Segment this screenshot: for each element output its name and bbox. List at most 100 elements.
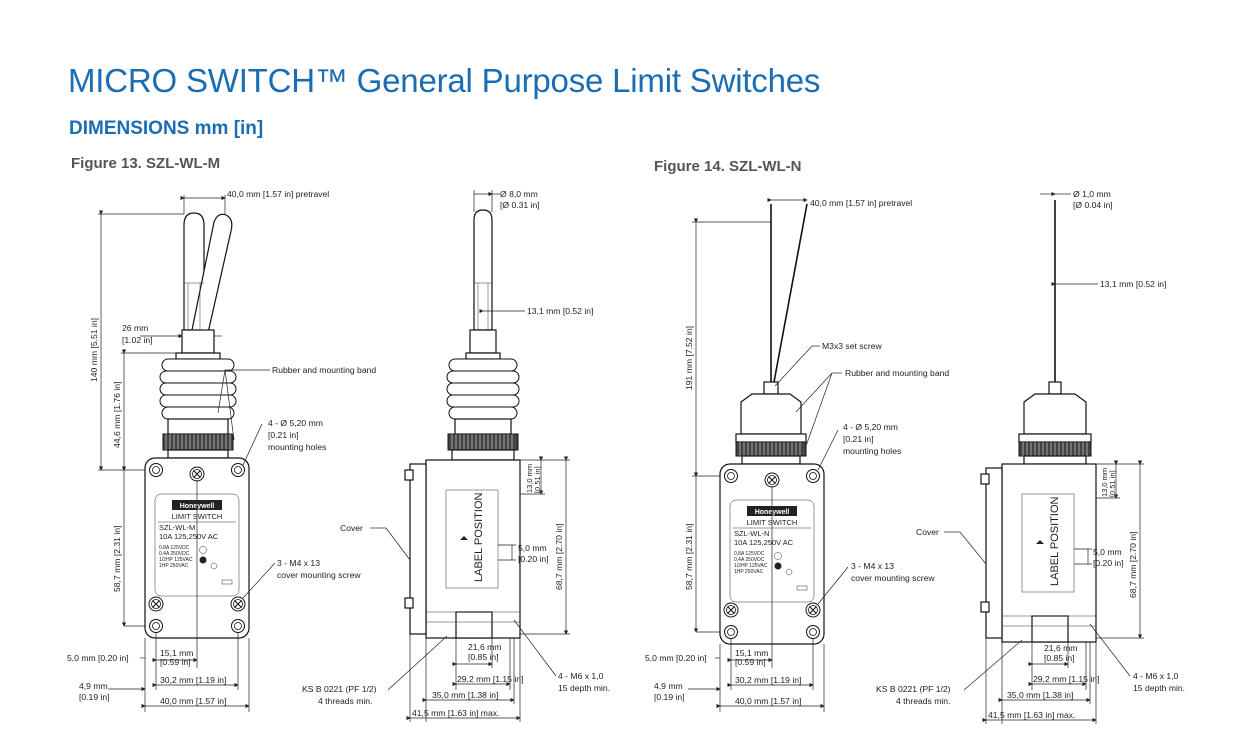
fig13-plate-r1: 0,8A 125VDC [159,545,190,551]
fig14-d50l: 5,0 mm [0.20 in] [645,653,707,663]
fig14-screw-a: 3 - M4 x 13 [851,561,894,571]
fig14-pretravel-label: 40,0 mm [1.57 in] pretravel [810,198,912,208]
fig14-m6-b: 15 depth min. [1133,683,1185,693]
fig13-d130b: [0.51 in] [533,466,542,493]
fig14-holes-a: 4 - Ø 5,20 mm [843,422,898,432]
fig13-d49a: 4,9 mm [79,681,108,691]
fig14-d216a: 21,6 mm [1044,643,1077,653]
fig14-screw-b: cover mounting screw [851,573,935,583]
fig13-ks-b: 4 threads min. [318,696,372,706]
figure-13-caption: Figure 13. SZL-WL-M [71,155,221,172]
fig14-holes-c: mounting holes [843,446,901,456]
fig14-d131: 13,1 mm [0.52 in] [1100,279,1166,289]
fig13-m6-b: 15 depth min. [558,683,610,693]
fig13-dia-a: Ø 8,0 mm [500,189,538,199]
fig13-d50l: 5,0 mm [0.20 in] [67,653,129,663]
fig13-d50a: 5,0 mm [518,543,547,553]
fig14-d415: 41,5 mm [1.63 in] max. [988,710,1075,720]
fig14-d50a: 5,0 mm [1093,547,1122,557]
fig13-plate-l3: 10A 125,250V AC [159,532,219,541]
fig13-d446: 44,6 mm [1.76 in] [112,382,122,448]
fig13-d26a: 26 mm [122,323,148,333]
fig13-side-view: LABEL POSITION [404,209,521,639]
fig13-d151b: [0.59 in] [160,657,191,667]
fig14-cover-label: Cover [916,527,939,537]
fig14-d191: 191 mm [7.52 in] [684,326,694,390]
fig14-plate-r4: 1HP 250VAC [734,569,764,575]
fig14-plate-r3: 1/2HP 125VAC [734,563,768,569]
fig13-d302: 30,2 mm [1.19 in] [160,675,226,685]
fig14-d151b: [0.59 in] [735,657,766,667]
fig13-holes-a: 4 - Ø 5,20 mm [268,418,323,428]
fig14-setscrew-label: M3x3 set screw [822,341,882,351]
fig13-d50b: [0.20 in] [518,554,549,564]
fig14-dia-a: Ø 1,0 mm [1073,189,1111,199]
fig14-side-dimensions: Ø 1,0 mm [Ø 0.04 in] 13,1 mm [0.52 in] 1… [876,189,1185,724]
fig13-ks-a: KS B 0221 (PF 1/2) [302,684,377,694]
fig13-m6-a: 4 - M6 x 1,0 [558,671,604,681]
fig14-d130b: [0.51 in] [1108,470,1117,497]
fig13-d415: 41,5 mm [1.63 in] max. [412,708,499,718]
fig14-d400: 40,0 mm [1.57 in] [735,696,801,706]
fig14-d50b: [0.20 in] [1093,558,1124,568]
fig13-screw-b: cover mounting screw [277,570,361,580]
fig13-d131: 13,1 mm [0.52 in] [527,306,593,316]
fig13-label-position: LABEL POSITION [473,492,485,582]
fig14-side-view: LABEL POSITION [980,200,1097,643]
fig13-plate-r2: 0,4A 250VDC [159,551,190,557]
fig13-holes-b: [0.21 in] [268,430,299,440]
fig13-dimensions: 40,0 mm [1.57 in] pretravel 140 mm [5.51… [67,189,376,712]
fig13-d350: 35,0 mm [1.38 in] [432,690,498,700]
fig13-d130a: 13,0 mm [525,464,534,493]
fig13-d687: 68,7 mm [2.70 in] [554,524,564,590]
fig14-d350: 35,0 mm [1.38 in] [1007,690,1073,700]
fig14-d587: 58,7 mm [2.31 in] [684,524,694,590]
fig13-plate-l2: SZL-WL-M [159,523,195,532]
fig13-screw-a: 3 - M4 x 13 [277,558,320,568]
fig14-d151a: 15,1 mm [735,648,768,658]
fig14-rubber-label: Rubber and mounting band [845,368,949,378]
fig13-plate-r4: 1HP 250VAC [159,563,189,569]
fig13-cover-label: Cover [340,523,363,533]
fig13-d216b: [0.85 in] [468,652,499,662]
fig14-d216b: [0.85 in] [1044,653,1075,663]
fig14-plate-l2: SZL-WL-N [734,529,769,538]
fig13-lever-rods [183,212,233,334]
fig13-pretravel-label: 40,0 mm [1.57 in] pretravel [227,189,329,199]
fig14-d302: 30,2 mm [1.19 in] [735,675,801,685]
fig14-front-view [719,203,825,645]
fig13-dia-b: [Ø 0.31 in] [500,200,540,210]
fig14-d292: 29,2 mm [1.15 in] [1033,674,1099,684]
fig13-holes-c: mounting holes [268,442,326,452]
fig13-d140: 140 mm [5.51 in] [89,318,99,382]
fig14-plate-l3: 10A 125,250V AC [734,538,794,547]
fig14-label-position: LABEL POSITION [1049,496,1061,586]
fig13-rubber-bellows [159,358,237,435]
fig14-dia-b: [Ø 0.04 in] [1073,200,1113,210]
fig14-ks-a: KS B 0221 (PF 1/2) [876,684,951,694]
fig13-plate-r3: 1/2HP 125VAC [159,557,193,563]
fig14-holes-b: [0.21 in] [843,434,874,444]
fig14-m6-a: 4 - M6 x 1,0 [1133,671,1179,681]
fig14-plate-r1: 0,8A 125VDC [734,551,765,557]
fig14-d687: 68,7 mm [2.70 in] [1128,532,1138,598]
fig14-d49b: [0.19 in] [654,692,685,702]
fig14-ks-b: 4 threads min. [896,696,950,706]
fig14-d49a: 4,9 mm [654,681,683,691]
fig13-d26b: [1.02 in] [122,335,153,345]
section-subtitle: DIMENSIONS mm [in] [69,118,264,139]
fig13-d49b: [0.19 in] [79,692,110,702]
fig13-d292: 29,2 mm [1.15 in] [457,674,523,684]
fig14-d130a: 13,0 mm [1100,468,1109,497]
fig13-d587: 58,7 mm [2.31 in] [112,526,122,592]
fig13-rubber-label: Rubber and mounting band [272,365,376,375]
fig13-side-dimensions: Ø 8,0 mm [Ø 0.31 in] 13,1 mm [0.52 in] 1… [302,189,610,722]
fig13-d151a: 15,1 mm [160,648,193,658]
fig14-dimensions: 40,0 mm [1.57 in] pretravel 191 mm [7.52… [645,197,949,712]
figure-14-caption: Figure 14. SZL-WL-N [654,158,802,175]
fig13-d216a: 21,6 mm [468,642,501,652]
fig14-plate-r2: 0,4A 250VDC [734,557,765,563]
fig13-d400: 40,0 mm [1.57 in] [160,696,226,706]
page-title: MICRO SWITCH™ General Purpose Limit Swit… [68,62,821,99]
